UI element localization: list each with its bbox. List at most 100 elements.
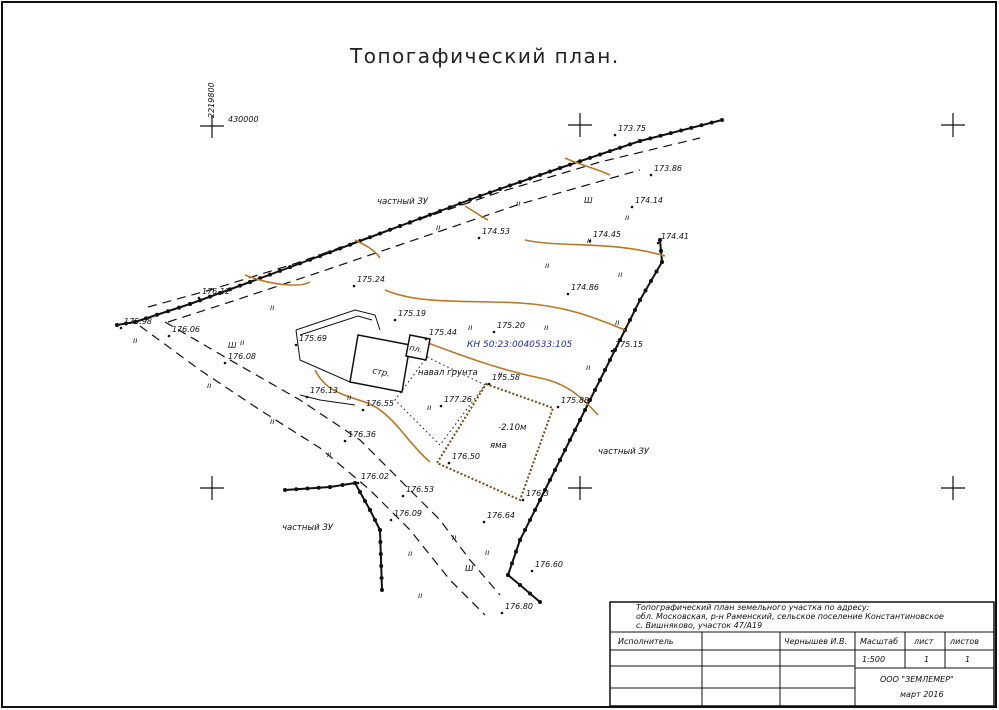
grid-crosses xyxy=(200,113,965,500)
grass-symbol: ıı xyxy=(485,548,489,557)
spot-height-point xyxy=(649,173,653,177)
spot-height-point xyxy=(223,361,227,365)
spot-height-label: 176.36 xyxy=(348,430,376,439)
grass-symbol: ıı xyxy=(327,450,331,459)
spot-height-point xyxy=(521,498,525,502)
ditch-symbol: Ш xyxy=(228,341,237,350)
spot-height-point xyxy=(439,404,443,408)
grass-symbol: ıı xyxy=(133,336,137,345)
spot-height-point xyxy=(487,382,491,386)
grass-symbol: ıı xyxy=(270,417,274,426)
spot-height-label: 176.06 xyxy=(172,325,200,334)
grass-symbol: ıı xyxy=(240,338,244,347)
title-block xyxy=(609,601,995,707)
spot-height-label: 176.08 xyxy=(228,352,256,361)
neighbor-label-north: частный ЗУ xyxy=(377,197,429,207)
fence-south xyxy=(507,574,541,603)
spot-height-point xyxy=(361,408,365,412)
stamp-scale-header: Масштаб xyxy=(860,637,898,646)
spot-height-label: 175.24 xyxy=(357,275,385,284)
building xyxy=(295,309,431,393)
stamp-description-line3: с. Вишняково, участок 47/А19 xyxy=(636,621,762,630)
neighbor-label-southwest: частный ЗУ xyxy=(282,523,334,533)
spot-height-label: 175.69 xyxy=(299,334,327,343)
spot-height-label: 175.44 xyxy=(429,328,457,337)
stamp-executor-label: Исполнитель xyxy=(618,637,674,646)
building-label: стр. xyxy=(371,366,390,379)
spot-height-label: 175.98 xyxy=(124,317,152,326)
spot-height-point xyxy=(500,611,504,615)
spot-height-point xyxy=(556,405,560,409)
spot-height-label: 174.41 xyxy=(661,232,689,241)
spot-height-label: 176.64 xyxy=(487,511,515,520)
spot-height-label: 177.26 xyxy=(444,395,472,404)
grass-symbol: ıı xyxy=(418,591,422,600)
grass-symbol: ıı xyxy=(587,236,591,245)
grass-symbol: ıı xyxy=(408,549,412,558)
spot-height-point xyxy=(389,518,393,522)
spot-height-label: 176.80 xyxy=(505,602,533,611)
ditch-symbols: Ш Ш Ш xyxy=(228,196,593,573)
grass-symbol: ıı xyxy=(347,393,351,402)
page-title: Топогафический план. xyxy=(349,44,620,68)
spot-height-label: 176.09 xyxy=(394,509,422,518)
grass-symbol: ıı xyxy=(452,533,456,542)
spot-height-label: 175.88 xyxy=(561,396,589,405)
neighbor-label-east: частный ЗУ xyxy=(598,447,650,457)
spot-height-label: 174.53 xyxy=(482,227,510,236)
stamp-date: март 2016 xyxy=(900,690,944,699)
pit-outline xyxy=(435,382,555,502)
grass-symbol: ıı xyxy=(427,403,431,412)
spot-height-point xyxy=(630,205,634,209)
spot-height-point xyxy=(610,349,614,353)
stamp-company: ООО "ЗЕМЛЕМЕР" xyxy=(880,675,954,684)
spot-height-point xyxy=(352,284,356,288)
contour-lines xyxy=(244,157,666,463)
grass-symbol: ıı xyxy=(498,370,502,379)
spot-height-label: 176.50 xyxy=(452,452,480,461)
spot-height-point xyxy=(393,318,397,322)
stamp-description-line2: обл. Московская, р-н Раменский, сельское… xyxy=(636,612,944,621)
stamp-sheets-header: листов xyxy=(949,637,979,646)
spot-height-point xyxy=(119,326,123,330)
spot-height-point xyxy=(566,292,570,296)
mound-label: навал грунта xyxy=(418,368,478,378)
spot-height-point xyxy=(343,439,347,443)
spot-height-label: 176.3 xyxy=(526,489,549,498)
spot-height-label: 176.02 xyxy=(361,472,389,481)
stamp-description-line1: Топографический план земельного участка … xyxy=(636,603,870,612)
fence-east xyxy=(507,239,664,576)
grass-symbol: ıı xyxy=(207,381,211,390)
spot-heights: 173.75173.86174.14174.41174.45174.53174.… xyxy=(119,124,689,615)
spot-height-point xyxy=(424,337,428,341)
spot-height-point xyxy=(530,569,534,573)
spot-height-point xyxy=(294,343,298,347)
spot-height-point xyxy=(477,236,481,240)
spot-height-point xyxy=(656,241,660,245)
pit-depth-label: -2.10м xyxy=(498,423,527,433)
spot-height-label: 176.53 xyxy=(406,485,434,494)
spot-height-label: 175.15 xyxy=(615,340,643,349)
grass-symbol: ıı xyxy=(408,218,412,227)
grass-symbol: ıı xyxy=(545,261,549,270)
spot-height-point xyxy=(482,520,486,524)
spot-height-label: 173.75 xyxy=(618,124,646,133)
grass-symbol: ıı xyxy=(625,213,629,222)
spot-height-label: 175.58 xyxy=(492,373,520,382)
grass-symbol: ıı xyxy=(270,303,274,312)
ditch-symbol: Ш xyxy=(465,564,474,573)
stamp-sheet-header: лист xyxy=(913,637,934,646)
spot-height-point xyxy=(492,330,496,334)
grass-symbol: ıı xyxy=(618,270,622,279)
spot-height-point xyxy=(401,494,405,498)
grass-symbols: ıııııııııııııııııııııııııııııııııııııııı… xyxy=(133,199,629,600)
stamp-scale-value: 1:500 xyxy=(862,655,885,664)
ditch-symbol: Ш xyxy=(584,196,593,205)
spot-height-label: 174.45 xyxy=(593,230,621,239)
stamp-executor-name: Чернышев И.В. xyxy=(784,637,847,646)
porch-label: пл. xyxy=(409,343,423,354)
spot-height-label: 176.12 xyxy=(202,287,230,296)
stamp-sheet-value: 1 xyxy=(924,655,929,664)
